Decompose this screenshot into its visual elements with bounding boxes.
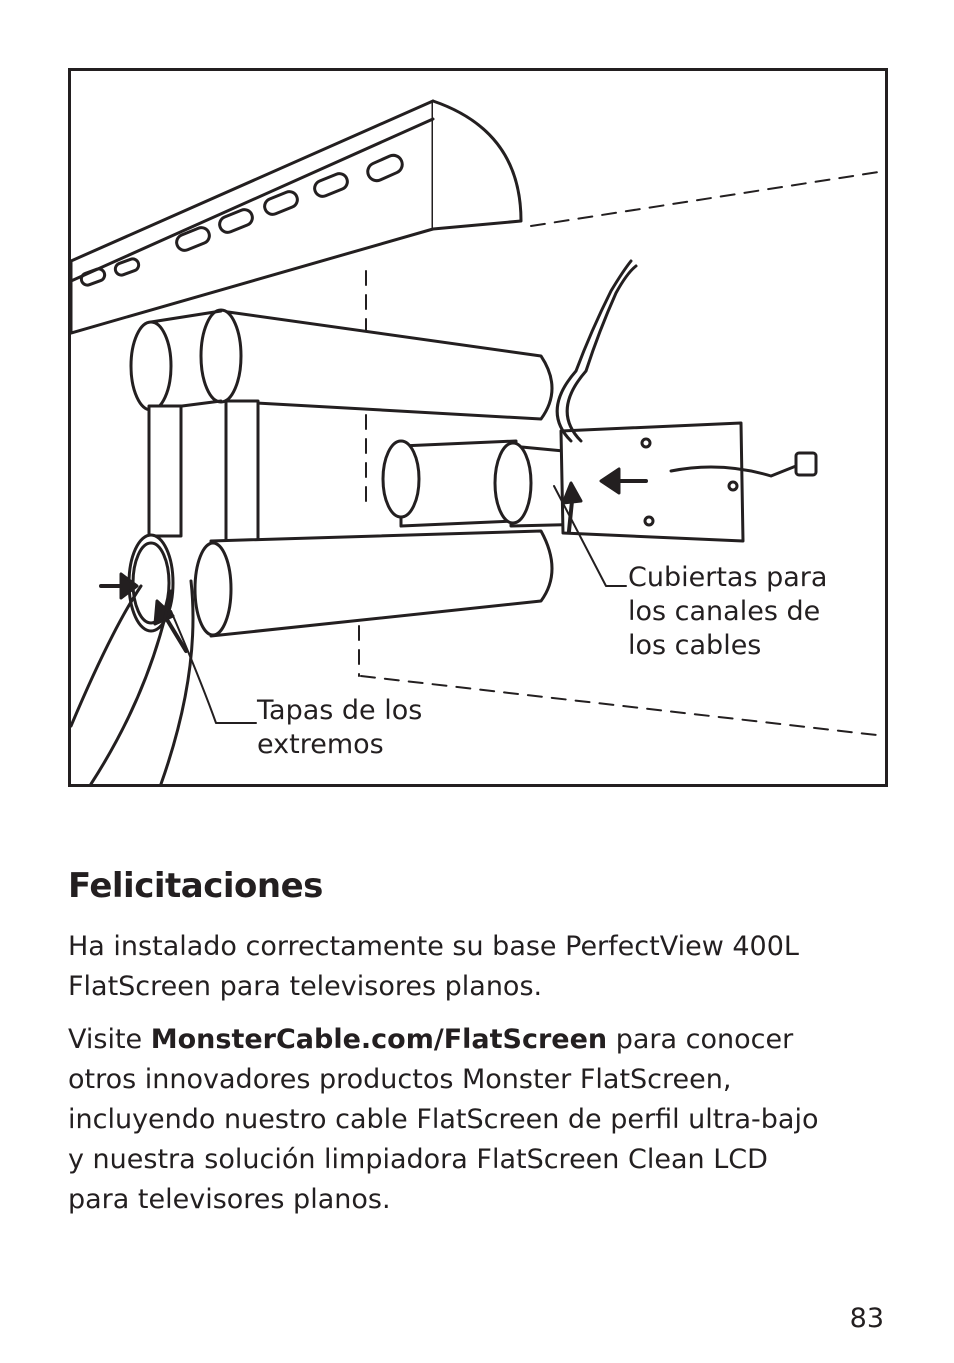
installation-illustration: Cubiertas para los canales de los cables… — [68, 68, 888, 787]
upper-arm-tube — [129, 308, 554, 421]
callout-line: Tapas de los — [257, 695, 423, 726]
paragraph-visit: Visite MonsterCable.com/FlatScreen para … — [68, 1020, 868, 1220]
leader-lines — [170, 485, 627, 724]
text-line: FlatScreen para televisores planos. — [68, 971, 543, 1002]
visit-suffix: para conocer — [607, 1024, 794, 1055]
cables — [71, 259, 818, 784]
wall-rail — [71, 99, 523, 335]
text-line: otros innovadores productos Monster Flat… — [68, 1064, 732, 1095]
callout-line: Cubiertas para — [628, 562, 828, 593]
section-heading: Felicitaciones — [68, 866, 323, 906]
arrows — [99, 467, 648, 653]
callout-line: los canales de — [628, 596, 821, 627]
callout-cable-channel-covers: Cubiertas para los canales de los cables — [628, 561, 827, 663]
wall-plate — [559, 421, 745, 543]
callout-end-caps: Tapas de los extremos — [257, 694, 422, 762]
website-link[interactable]: MonsterCable.com/FlatScreen — [150, 1024, 608, 1055]
callout-line: los cables — [628, 630, 762, 661]
text-line: Ha instalado correctamente su base Perfe… — [68, 931, 799, 962]
paragraph-installed: Ha instalado correctamente su base Perfe… — [68, 927, 868, 1007]
text-line: y nuestra solución limpiadora FlatScreen… — [68, 1144, 768, 1175]
mount-drawing — [71, 99, 885, 784]
visit-prefix: Visite — [68, 1024, 151, 1055]
callout-line: extremos — [257, 729, 384, 760]
lower-arm-tube — [127, 529, 554, 638]
text-line: para televisores planos. — [68, 1184, 391, 1215]
rail-slots — [79, 153, 404, 287]
vertical-posts — [147, 399, 260, 543]
page-number: 83 — [849, 1303, 884, 1334]
text-line: incluyendo nuestro cable FlatScreen de p… — [68, 1104, 819, 1135]
text-line-first: Visite MonsterCable.com/FlatScreen para … — [68, 1020, 868, 1060]
